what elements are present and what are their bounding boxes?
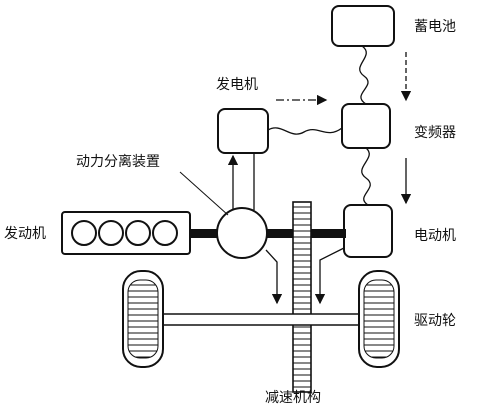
wire-battery-inverter bbox=[359, 45, 369, 105]
motor-label: 电动机 bbox=[414, 228, 456, 244]
main-shaft bbox=[190, 229, 346, 238]
wire-inverter-motor bbox=[361, 147, 371, 206]
reducer-label: 减速机构 bbox=[265, 390, 321, 406]
wire-generator-inverter bbox=[267, 127, 343, 135]
generator-box bbox=[217, 108, 269, 154]
axle bbox=[162, 313, 360, 326]
power-split-leader bbox=[179, 171, 229, 216]
right-wheel-tire-icon bbox=[358, 270, 400, 368]
planetary-gear-icon bbox=[216, 207, 268, 259]
engine-label: 发动机 bbox=[4, 226, 46, 242]
motor-box bbox=[343, 204, 393, 258]
inverter-label: 变频器 bbox=[414, 125, 456, 141]
inverter-box bbox=[341, 103, 391, 149]
arrow-motor-to-axle bbox=[314, 247, 345, 305]
battery-box bbox=[331, 5, 395, 47]
gear-icon bbox=[292, 201, 312, 393]
left-wheel-tire-icon bbox=[122, 270, 164, 368]
wheels-label: 驱动轮 bbox=[414, 313, 456, 329]
generator-label: 发电机 bbox=[216, 77, 258, 93]
power-split-label: 动力分离装置 bbox=[76, 153, 160, 170]
arrow-split-to-axle bbox=[265, 249, 283, 305]
four-cylinder-engine-icon bbox=[71, 220, 178, 246]
battery-label: 蓄电池 bbox=[414, 19, 456, 35]
